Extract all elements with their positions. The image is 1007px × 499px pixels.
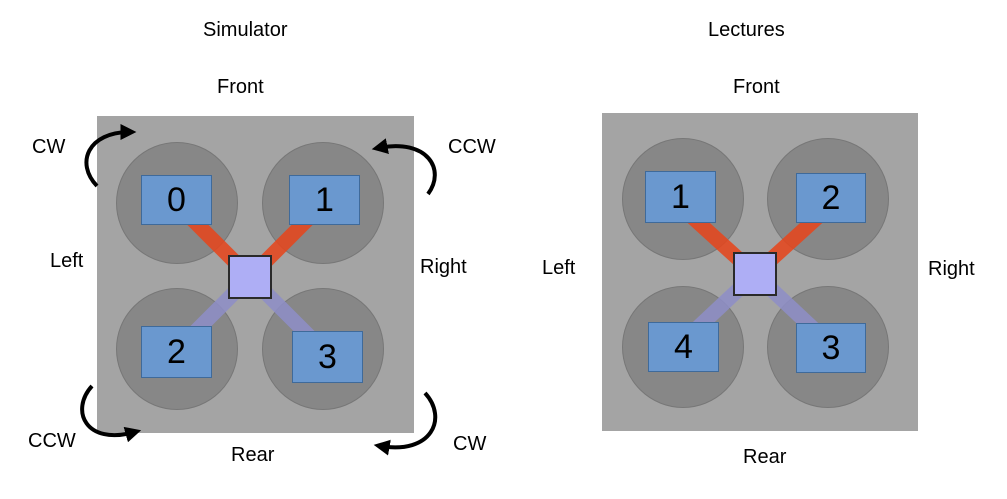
lectures-rear-label: Rear [743,446,787,468]
rotation-arrow-ccw-bottom-left [80,384,142,443]
simulator-motor-label-3: 3 [292,331,363,383]
simulator-rear-label: Rear [231,444,275,466]
simulator-rotation-label-bottom-left: CCW [28,430,76,452]
lectures-right-label: Right [928,258,975,280]
lectures-motor-label-4: 4 [648,322,719,372]
rotation-arrow-ccw-top-right [371,138,437,196]
lectures-title: Lectures [708,19,785,41]
simulator-rotation-label-top-left: CW [32,136,66,158]
simulator-front-label: Front [217,76,264,98]
lectures-front-label: Front [733,76,780,98]
lectures-motor-label-2: 2 [796,173,866,223]
simulator-center-body [228,255,272,299]
lectures-left-label: Left [542,257,576,279]
simulator-title: Simulator [203,19,288,41]
simulator-left-label: Left [50,250,84,272]
lectures-center-body [733,252,777,296]
simulator-motor-label-2: 2 [141,326,212,378]
lectures-motor-label-3: 3 [796,323,866,373]
simulator-rotation-label-bottom-right: CW [453,433,487,455]
simulator-motor-label-0: 0 [141,175,212,225]
simulator-motor-label-1: 1 [289,175,360,225]
lectures-motor-label-1: 1 [645,171,716,223]
simulator-rotation-label-top-right: CCW [448,136,496,158]
rotation-arrow-cw-top-left [84,124,137,188]
simulator-right-label: Right [420,256,467,278]
rotation-arrow-cw-bottom-right [373,391,438,456]
